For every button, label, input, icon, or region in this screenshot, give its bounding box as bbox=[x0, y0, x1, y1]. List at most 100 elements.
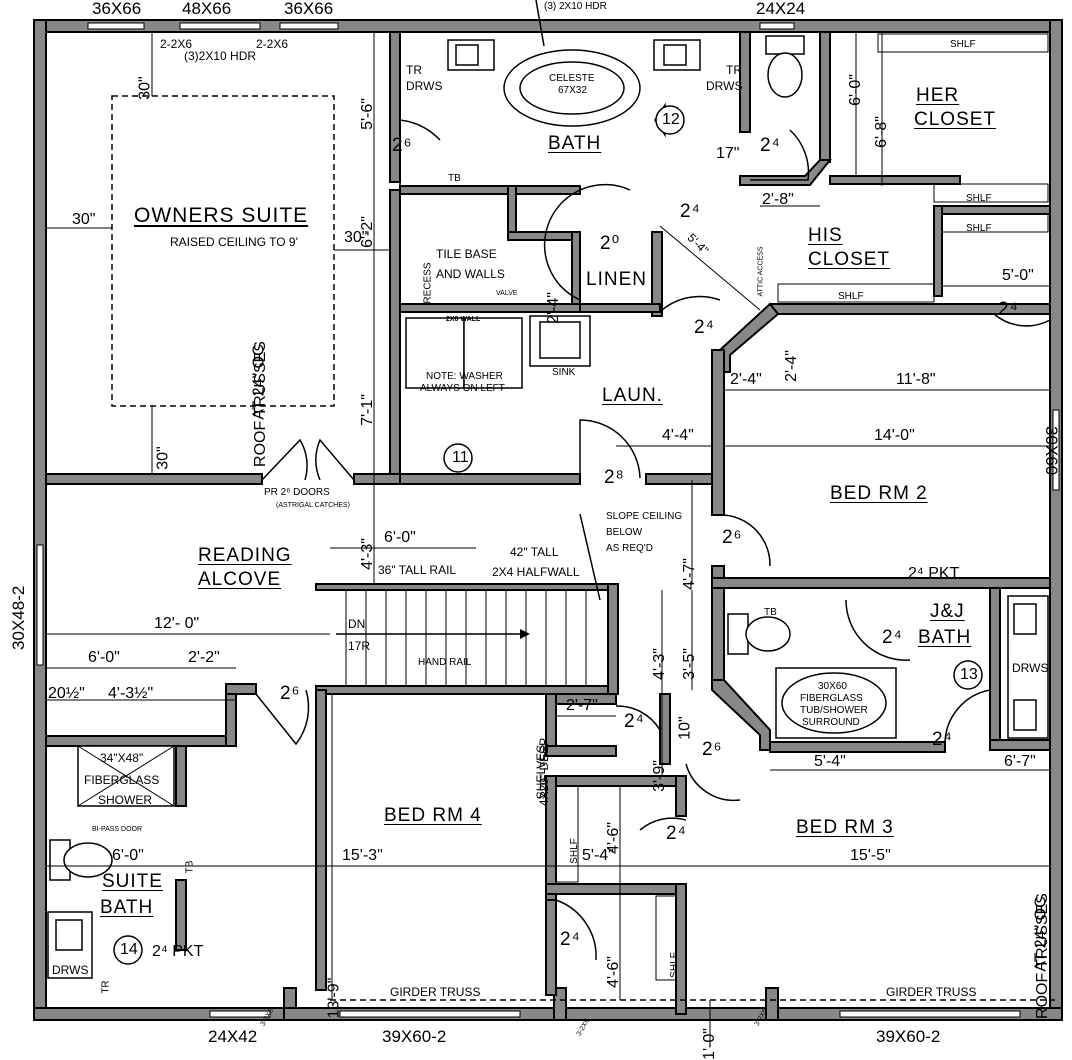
window-label: 39X60-2 bbox=[876, 1027, 941, 1046]
vanity-note: TR bbox=[406, 63, 422, 77]
pocket-door-note: 2⁴ PKT bbox=[908, 565, 960, 582]
dimension: 6'-0" bbox=[846, 74, 864, 106]
truss-note: AT 24" OC bbox=[1032, 896, 1050, 972]
tb-note: TB bbox=[764, 607, 777, 618]
dimension: 2'-7" bbox=[566, 697, 598, 714]
fixtures bbox=[47, 33, 1049, 981]
room-label-bed-rm-2: BED RM 2 bbox=[830, 483, 928, 504]
dimension: 4'-3½" bbox=[108, 685, 154, 702]
door-size: 2⁴ bbox=[666, 823, 687, 844]
header-label: (3) 2X10 HDR bbox=[544, 1, 607, 12]
dimension: 10" bbox=[676, 716, 694, 740]
valve-note: VALVE bbox=[496, 290, 518, 297]
dimension: 4'-3" bbox=[650, 648, 668, 680]
slope-note: BELOW bbox=[606, 527, 643, 538]
shelf-label: SHLF bbox=[568, 838, 580, 864]
room-tag: 13 bbox=[960, 666, 978, 683]
room-tag: 12 bbox=[662, 111, 680, 128]
stair-treads bbox=[336, 590, 587, 686]
window-label: 30X48-2 bbox=[9, 585, 28, 650]
dimension: 15'-3" bbox=[342, 847, 383, 864]
vanity-note: DRWS bbox=[406, 79, 443, 93]
pocket-door-note: 2⁴ PKT bbox=[152, 943, 204, 960]
dimension: 3'-9" bbox=[650, 760, 668, 792]
room-label-her-closet: CLOSET bbox=[914, 109, 997, 130]
door-size: 2⁴ bbox=[998, 299, 1019, 320]
exterior-walls bbox=[33, 19, 1063, 1021]
tile-note: AND WALLS bbox=[436, 267, 505, 281]
tub-label: CELESTE bbox=[549, 73, 595, 84]
room-label-laun: LAUN. bbox=[602, 385, 663, 406]
room-label-linen: LINEN bbox=[586, 269, 647, 290]
room-tag: 14 bbox=[120, 941, 138, 958]
vanity-note: TR bbox=[726, 63, 742, 77]
tile-note: TILE BASE bbox=[436, 247, 497, 261]
shower-note: FIBERGLASS bbox=[84, 773, 160, 787]
dimension: 30" bbox=[344, 229, 368, 246]
dimension: 11'-8" bbox=[896, 371, 936, 388]
room-label-jj-bath: BATH bbox=[918, 627, 972, 648]
door-size: 2⁸ bbox=[604, 467, 625, 488]
dimension: 6'-7" bbox=[1004, 753, 1036, 770]
door-size: 2⁴ bbox=[882, 627, 903, 648]
girder-note: GIRDER TRUSS bbox=[886, 985, 977, 999]
handrail-note: HAND RAIL bbox=[418, 657, 472, 668]
door-size: 2⁴ bbox=[694, 317, 715, 338]
tb-note: TB bbox=[448, 173, 461, 184]
dimension: 5'-4" bbox=[582, 847, 614, 864]
tub-note: SURROUND bbox=[802, 717, 860, 728]
tub-note: FIBERGLASS bbox=[800, 693, 863, 704]
slope-note: AS REQ'D bbox=[606, 543, 653, 554]
truss-note: AT 24" OC bbox=[250, 344, 268, 420]
dimension: 5'-6" bbox=[358, 98, 376, 130]
door-size: 2⁰ bbox=[600, 233, 621, 254]
dimension: 2'-4" bbox=[730, 371, 762, 388]
room-tags bbox=[113, 102, 983, 965]
door-size: 2⁶ bbox=[392, 135, 413, 156]
tub-note: TUB/SHOWER bbox=[800, 705, 868, 716]
rail-note: 36" TALL RAIL bbox=[378, 563, 457, 577]
dimension: 20½" bbox=[48, 685, 85, 702]
room-label-his-closet: HIS bbox=[808, 225, 843, 246]
door-size: 2⁶ bbox=[702, 739, 723, 760]
window-label: 39X60-2 bbox=[382, 1027, 447, 1046]
shelf-label: SHLF bbox=[966, 223, 992, 234]
door-size: 2⁶ bbox=[280, 683, 301, 704]
dimension: 13'-9" bbox=[325, 977, 343, 1019]
dimension: 6'-0" bbox=[88, 649, 120, 666]
header-note: 2-2X6 bbox=[160, 37, 193, 51]
window-label: 36X66 bbox=[284, 0, 334, 18]
room-label-owners-suite: OWNERS SUITE bbox=[134, 204, 309, 227]
window-label: 24X42 bbox=[208, 1027, 258, 1046]
dimension: 15'-5" bbox=[850, 847, 891, 864]
dimension: 4'-6" bbox=[604, 956, 622, 988]
dimension: 12'- 0" bbox=[154, 615, 200, 632]
room-label-bed-rm-3: BED RM 3 bbox=[796, 817, 894, 838]
door-size: 2⁴ bbox=[624, 711, 645, 732]
dimension: 5'-0" bbox=[1002, 267, 1034, 284]
tub-note: 30X60 bbox=[818, 681, 847, 692]
room-label-suite-bath: SUITE bbox=[102, 871, 163, 892]
tub-label: 67X32 bbox=[558, 85, 587, 96]
slope-note: SLOPE CEILING bbox=[606, 511, 683, 522]
doors-note: PR 2⁶ DOORS bbox=[264, 487, 330, 498]
dimension: 30" bbox=[72, 211, 96, 228]
window-label: 30X60 bbox=[1042, 426, 1061, 476]
dimension: 2'-2" bbox=[188, 649, 220, 666]
header-note: 2-2X6 bbox=[256, 37, 289, 51]
room-label-reading-alcove: READING bbox=[198, 545, 292, 566]
shower-note: 34"X48" bbox=[100, 751, 144, 765]
window-label: 48X66 bbox=[182, 0, 232, 18]
dimension: 6'-2" bbox=[358, 216, 376, 248]
dimension: 6'-0" bbox=[384, 529, 416, 546]
vanity-note: DRWS bbox=[1012, 661, 1049, 675]
room-label-bed-rm-4: BED RM 4 bbox=[384, 805, 482, 826]
dimension: 1'-0" bbox=[700, 1028, 718, 1060]
washer-note: NOTE: WASHER bbox=[426, 371, 503, 382]
recess-note: RECESS bbox=[422, 262, 434, 304]
dimension: 2'-4" bbox=[544, 292, 562, 324]
girder-note: GIRDER TRUSS bbox=[390, 985, 481, 999]
sink-note: SINK bbox=[552, 367, 576, 378]
washer-note: ALWAYS ON LEFT bbox=[420, 383, 505, 394]
